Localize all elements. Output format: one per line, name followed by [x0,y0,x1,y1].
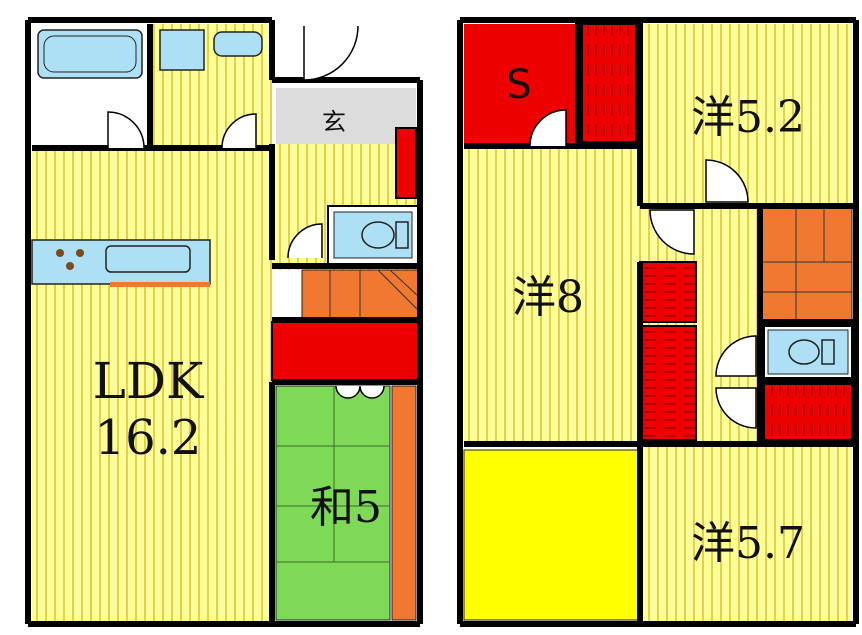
door-arc [705,159,749,203]
room-52-floor [640,24,852,204]
walls-1f [25,17,423,627]
room-57-floor [640,442,852,622]
toilet-2f-bowl [788,339,820,365]
label-storage: S [506,62,531,108]
label-entrance: 玄 [322,108,346,136]
door-arc [335,385,385,399]
ldk-floor [32,148,272,624]
storage-1f-under-stairs [271,321,419,381]
closet-57 [763,383,853,441]
door-arc [107,111,145,149]
label-room-57: 洋5.7 [691,518,805,569]
door-arc [649,209,695,255]
stove-burner [66,262,74,270]
toilet-tank [395,221,409,249]
counter-edge [110,282,210,287]
closet-8-a [639,261,697,323]
washitsu-floor [275,385,391,621]
storage-1f-shoe [395,127,417,199]
room-8-floor [464,148,640,442]
door-arc [529,109,567,147]
closet-top [581,23,637,143]
door-arc [715,387,757,429]
entrance-floor [276,88,416,144]
balcony [463,449,639,621]
stairs-2f [759,207,853,323]
toilet-bowl [361,221,395,249]
door-arc [715,335,757,377]
stairs-1f-steps [329,269,419,320]
closet-8-b [639,325,697,441]
bathtub-inner [43,35,137,73]
label-ldk-size: 16.2 [95,410,202,466]
washing-machine [159,29,205,71]
door-arc [303,25,359,81]
first-floor: LDK 16.2 和5 玄 [25,17,423,627]
stove-burner [76,249,84,257]
stairs-2f-steps [760,208,852,322]
label-washitsu: 和5 [310,482,382,533]
sink [105,245,191,273]
label-ldk: LDK [93,352,205,410]
door-arc [287,223,323,259]
toilet-2f-tank [821,339,835,365]
tokonoma [391,385,417,621]
label-room-8: 洋8 [512,272,584,323]
tatami-lines [276,386,390,563]
second-floor: S 洋5.2 洋8 洋5.7 [457,17,859,627]
stove-burner [56,249,64,257]
wash-basin [213,31,263,57]
label-room-52: 洋5.2 [691,92,805,143]
door-arc [221,113,257,149]
